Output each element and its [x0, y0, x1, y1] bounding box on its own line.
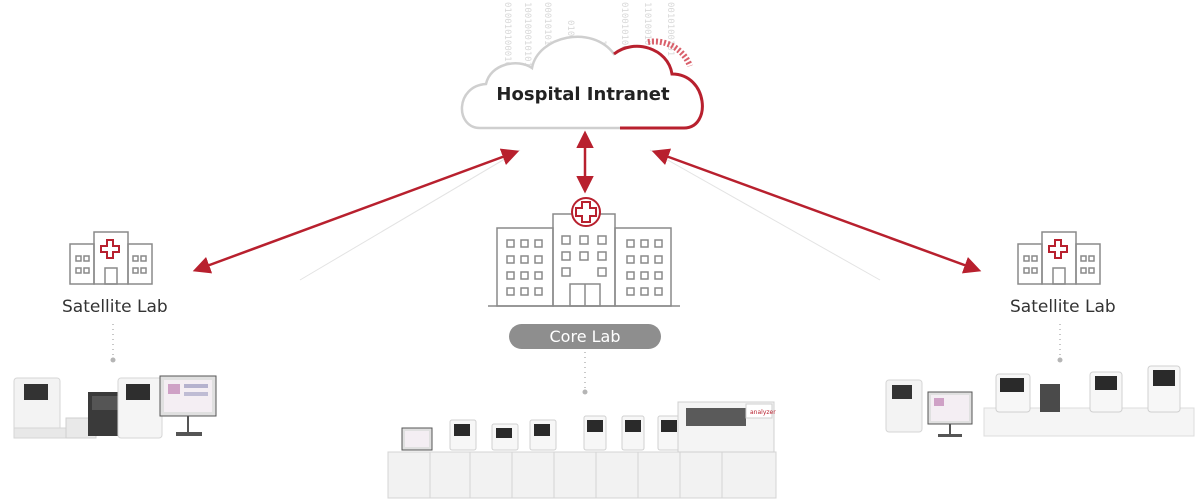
arrow-right [651, 148, 982, 274]
hospital-building-icon-core [488, 197, 680, 307]
core-lab-label: Core Lab [509, 324, 661, 349]
hospital-building-icon-right [1017, 231, 1101, 285]
svg-text:1101001010010110: 1101001010010110 [642, 2, 652, 89]
cloud-title: Hospital Intranet [496, 84, 670, 105]
core-lab-instrument-line: analyzer [387, 401, 777, 499]
satellite-lab-label-left: Satellite Lab [62, 297, 168, 317]
svg-text:0100101000101100: 0100101000101100 [502, 2, 512, 89]
satellite-instruments-right [885, 365, 1195, 437]
red-cross-icon [100, 239, 120, 259]
cloud-icon [460, 35, 704, 130]
analyzer-brand-text: analyzer [750, 409, 776, 416]
svg-text:1001000101010001: 1001000101010001 [522, 2, 532, 89]
satellite-instruments-left [13, 375, 217, 439]
red-cross-icon [575, 201, 597, 223]
hospital-building-icon-left [69, 231, 153, 285]
dotted-connectors [110, 324, 1063, 395]
satellite-lab-label-right: Satellite Lab [1010, 297, 1116, 317]
svg-text:0010100101: 0010100101 [665, 2, 675, 56]
arrow-left [192, 148, 520, 274]
svg-text:0100101000101: 0100101000101 [619, 2, 629, 72]
red-cross-icon [1048, 239, 1068, 259]
